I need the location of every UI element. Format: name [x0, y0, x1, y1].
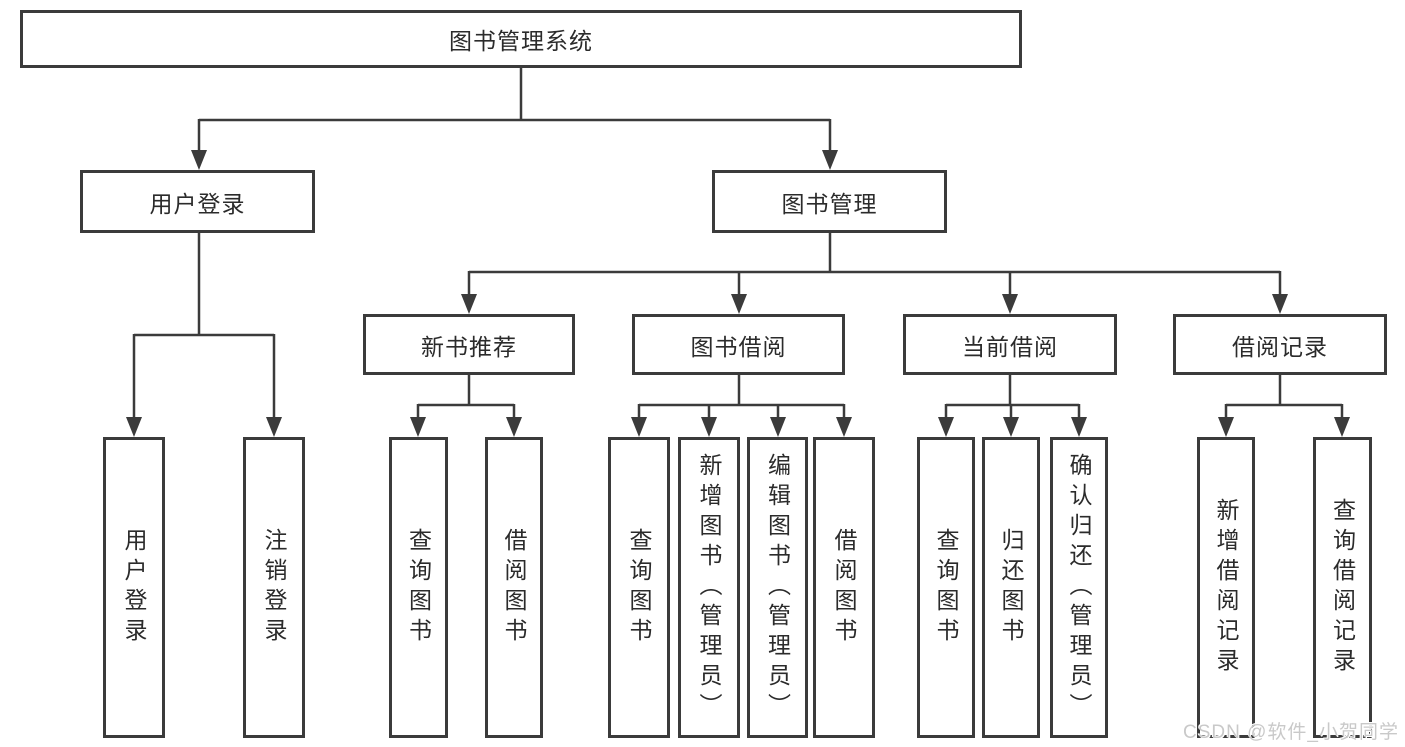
leaf-return-books-label: 归还图书 — [998, 527, 1024, 648]
node-root: 图书管理系统 — [20, 10, 1022, 68]
leaf-query-borrow-record: 查询借阅记录 — [1313, 437, 1372, 738]
node-new-book-recommend: 新书推荐 — [363, 314, 575, 375]
node-new-book-recommend-label: 新书推荐 — [421, 333, 517, 360]
node-user-login-label: 用户登录 — [149, 190, 246, 217]
leaf-user-login-label: 用户登录 — [121, 527, 147, 648]
leaf-confirm-return-admin-label: 确认归还（管理员） — [1066, 452, 1092, 723]
node-user-login: 用户登录 — [80, 170, 315, 233]
node-book-borrowing: 图书借阅 — [632, 314, 845, 375]
leaf-query-books-recommend: 查询图书 — [389, 437, 448, 738]
leaf-add-borrow-record: 新增借阅记录 — [1197, 437, 1255, 738]
node-book-management-label: 图书管理 — [781, 190, 878, 217]
leaf-add-borrow-record-label: 新增借阅记录 — [1213, 497, 1239, 678]
watermark: CSDN @软件_小贺同学 — [1183, 722, 1399, 743]
node-book-management: 图书管理 — [712, 170, 947, 233]
leaf-edit-books-admin: 编辑图书（管理员） — [747, 437, 808, 738]
leaf-query-books-current-label: 查询图书 — [933, 527, 959, 648]
leaf-borrow-books-recommend-label: 借阅图书 — [501, 527, 527, 648]
leaf-borrow-books-recommend: 借阅图书 — [485, 437, 543, 738]
leaf-add-books-admin: 新增图书（管理员） — [678, 437, 740, 738]
node-current-borrowing-label: 当前借阅 — [962, 333, 1058, 360]
leaf-return-books: 归还图书 — [982, 437, 1040, 738]
leaf-logout: 注销登录 — [243, 437, 305, 738]
leaf-query-books-borrowing-label: 查询图书 — [626, 527, 652, 648]
node-borrowing-records-label: 借阅记录 — [1232, 333, 1328, 360]
leaf-query-books-recommend-label: 查询图书 — [405, 527, 432, 648]
leaf-borrow-books-borrowing-label: 借阅图书 — [831, 527, 857, 648]
arrowheads — [126, 150, 1350, 437]
leaf-query-books-borrowing: 查询图书 — [608, 437, 670, 738]
node-borrowing-records: 借阅记录 — [1173, 314, 1387, 375]
node-current-borrowing: 当前借阅 — [903, 314, 1117, 375]
leaf-query-books-current: 查询图书 — [917, 437, 975, 738]
node-book-borrowing-label: 图书借阅 — [690, 333, 787, 360]
leaf-logout-label: 注销登录 — [261, 527, 287, 648]
leaf-confirm-return-admin: 确认归还（管理员） — [1050, 437, 1108, 738]
node-root-label: 图书管理系统 — [449, 28, 593, 54]
leaf-query-borrow-record-label: 查询借阅记录 — [1329, 497, 1356, 678]
leaf-user-login: 用户登录 — [103, 437, 165, 738]
leaf-add-books-admin-label: 新增图书（管理员） — [696, 452, 722, 723]
leaf-borrow-books-borrowing: 借阅图书 — [813, 437, 875, 738]
leaf-edit-books-admin-label: 编辑图书（管理员） — [764, 452, 791, 723]
